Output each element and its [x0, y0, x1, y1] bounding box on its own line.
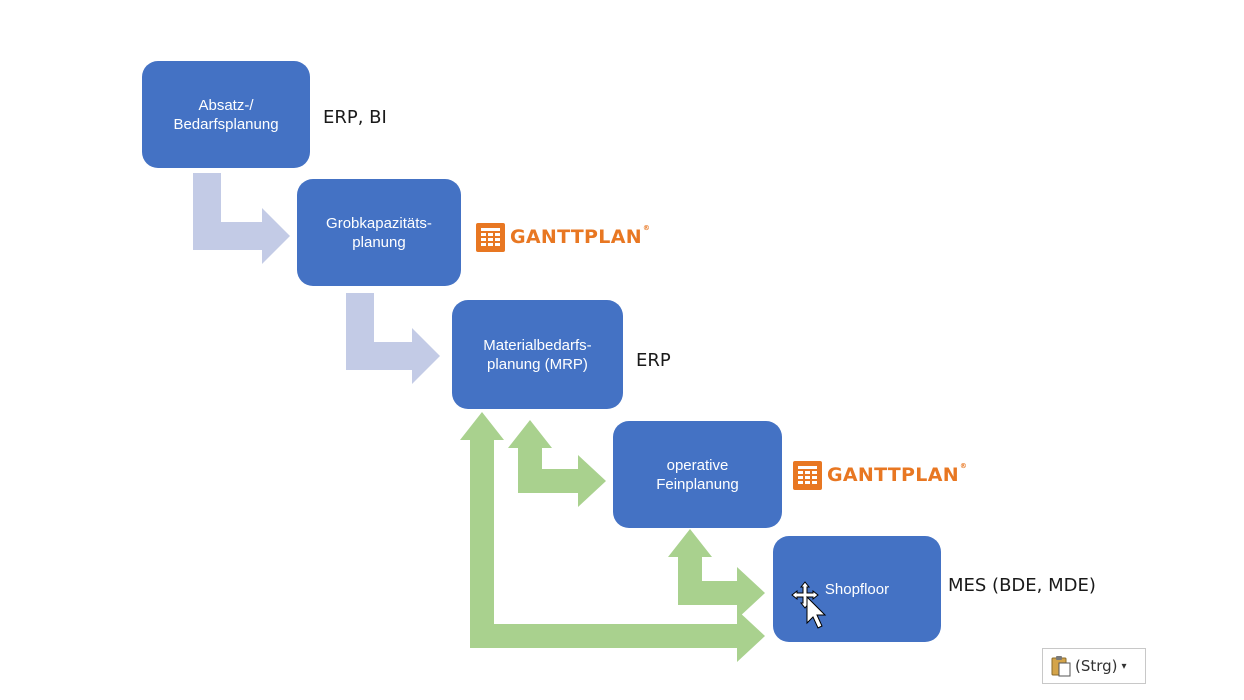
- ganttplan-logo-text: GANTTPLAN®: [510, 224, 651, 248]
- flow-arrow-1: [193, 173, 290, 264]
- box-label: Grobkapazitäts- planung: [326, 214, 432, 251]
- box-label: Shopfloor: [824, 580, 890, 598]
- feedback-arrow-shopfloor-fein: [668, 529, 765, 619]
- ganttplan-logo-icon: [793, 460, 822, 490]
- box-label: Absatz-/ Bedarfsplanung: [173, 96, 279, 133]
- paste-options-button[interactable]: (Strg) ▾: [1042, 648, 1146, 684]
- box-label: operative Feinplanung: [656, 456, 739, 493]
- box-materialbedarfsplanung: Materialbedarfs- planung (MRP): [452, 300, 623, 409]
- system-label-erp: ERP: [636, 350, 671, 371]
- box-operative-feinplanung: operative Feinplanung: [613, 421, 782, 528]
- flow-arrow-2: [346, 293, 440, 384]
- ganttplan-logo: GANTTPLAN®: [793, 460, 967, 490]
- box-label: Materialbedarfs- planung (MRP): [483, 336, 592, 373]
- chevron-down-icon: ▾: [1121, 660, 1127, 672]
- system-label-erp-bi: ERP, BI: [323, 107, 387, 128]
- feedback-arrow-fein-mrp: [508, 420, 606, 507]
- ganttplan-logo-icon: [476, 222, 505, 252]
- move-cursor-icon: [791, 581, 827, 629]
- system-label-mes: MES (BDE, MDE): [948, 575, 1096, 596]
- box-shopfloor: Shopfloor: [773, 536, 941, 642]
- feedback-arrow-shopfloor-mrp: [460, 412, 765, 662]
- ganttplan-logo: GANTTPLAN®: [476, 222, 650, 252]
- box-absatz-bedarfsplanung: Absatz-/ Bedarfsplanung: [142, 61, 310, 168]
- paste-options-label: (Strg): [1075, 657, 1118, 675]
- clipboard-paste-icon: [1051, 656, 1071, 677]
- box-grobkapazitaetsplanung: Grobkapazitäts- planung: [297, 179, 461, 286]
- ganttplan-logo-text: GANTTPLAN®: [827, 462, 968, 486]
